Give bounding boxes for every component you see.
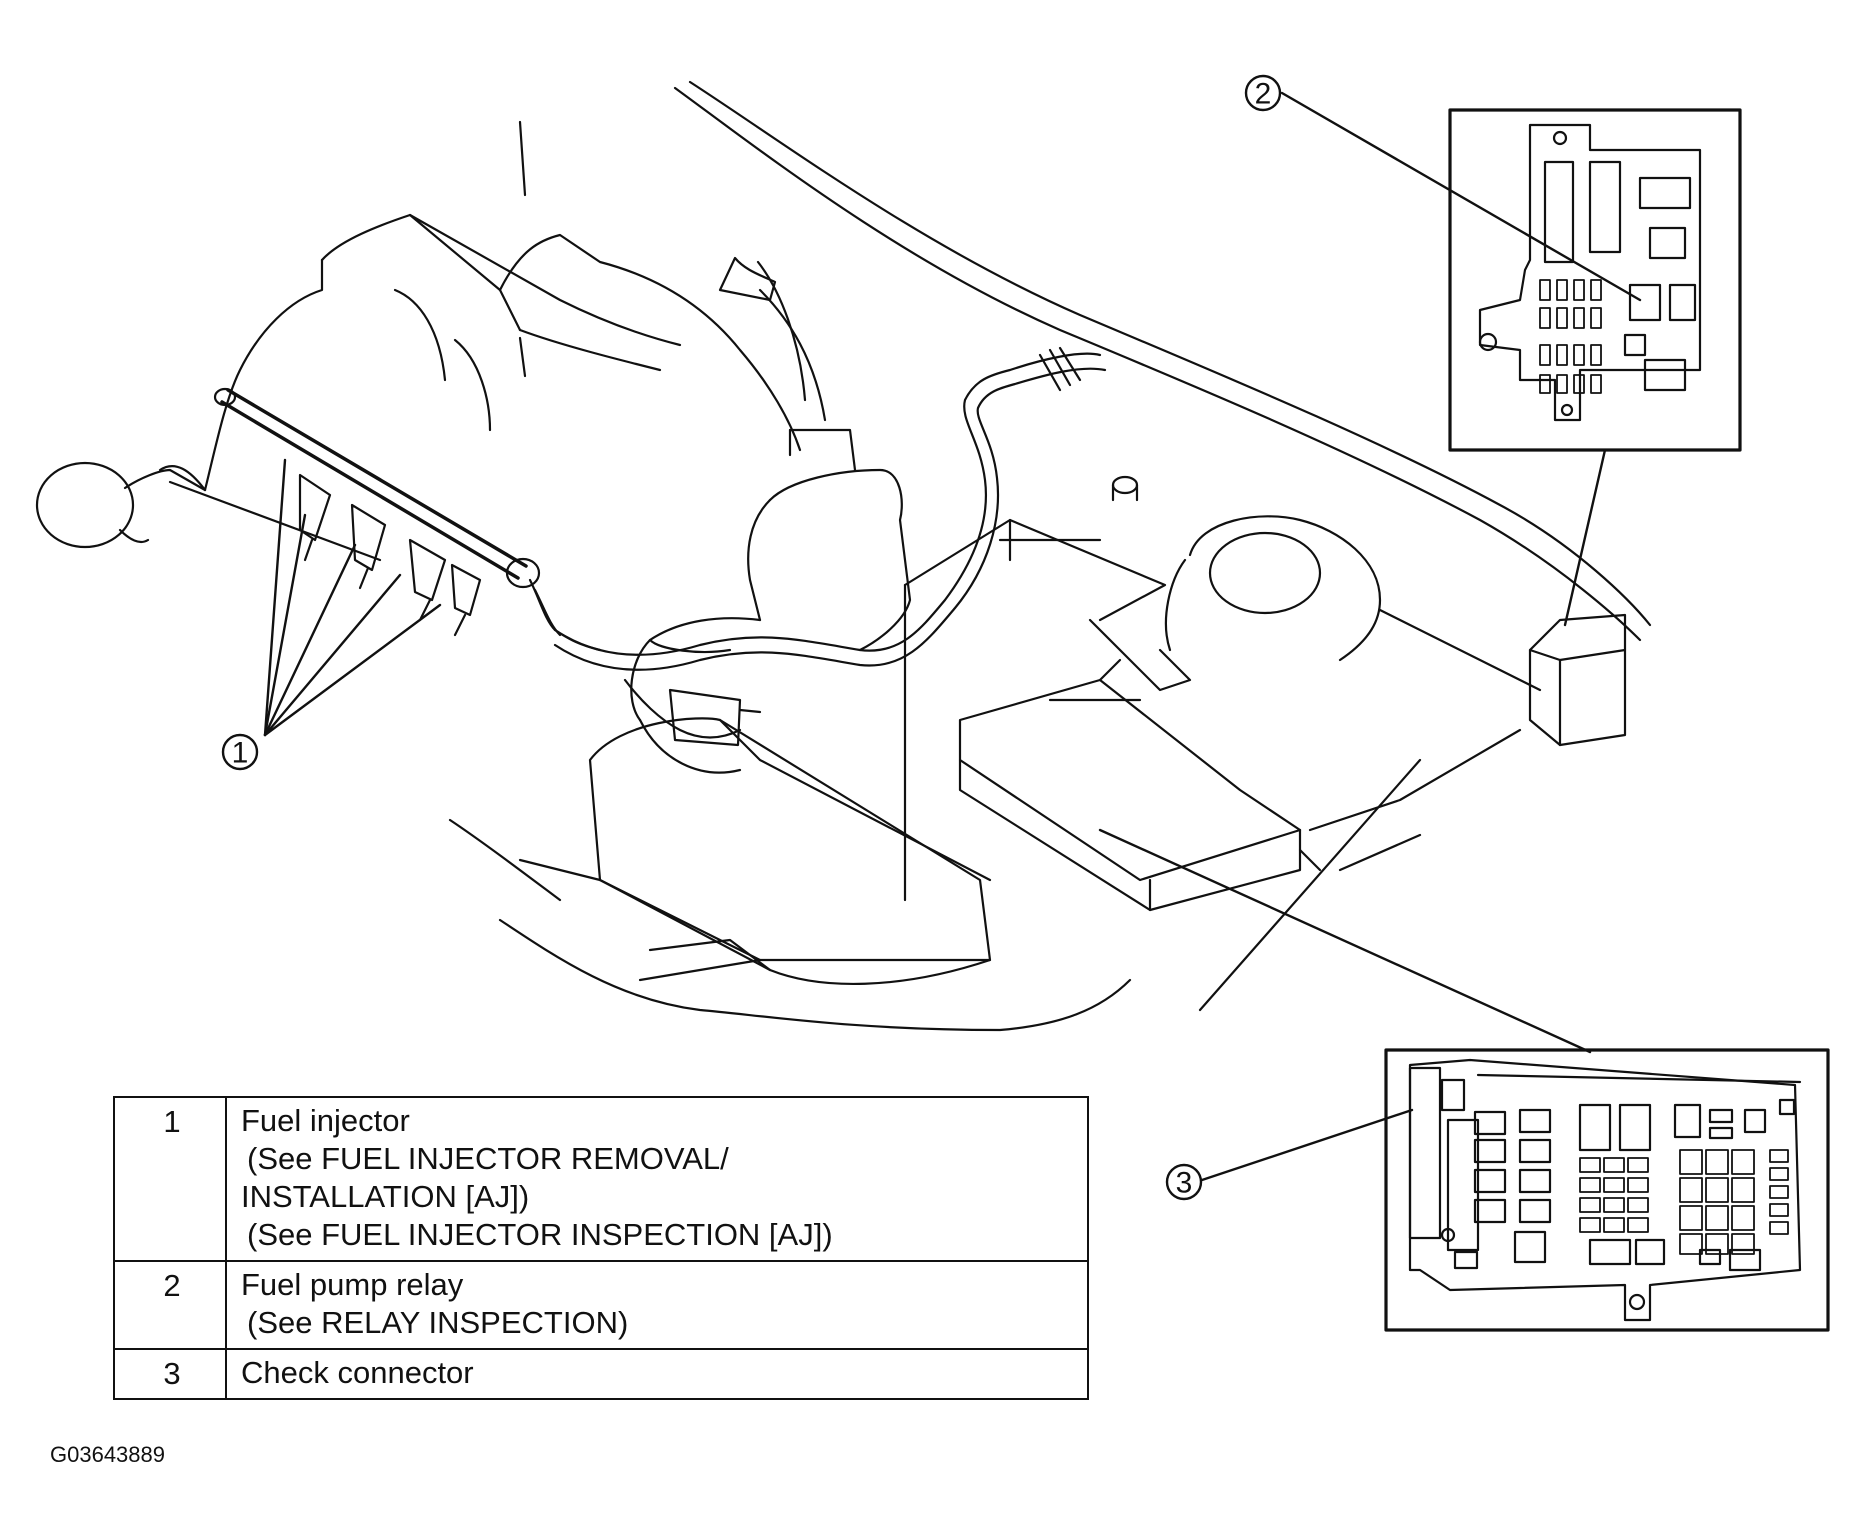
air-intake-duct — [623, 428, 912, 774]
leader-lines — [263, 91, 1642, 1182]
legend-reference: INSTALLATION [AJ]) — [241, 1179, 530, 1214]
legend-item-name: Fuel injector — [241, 1103, 410, 1138]
legend-row: 3 Check connector — [113, 1348, 1089, 1400]
legend-row: 1 Fuel injector (See FUEL INJECTOR REMOV… — [113, 1096, 1089, 1262]
oil-filler-cap — [35, 461, 382, 562]
legend-number: 2 — [113, 1260, 227, 1350]
check-connector-inset — [1384, 1048, 1830, 1332]
legend-reference: (See FUEL INJECTOR REMOVAL/ — [247, 1141, 729, 1176]
injector-4 — [450, 563, 482, 637]
legend-item-name: Check connector — [241, 1355, 474, 1390]
figure-id: G03643889 — [50, 1442, 165, 1467]
relay-box-inset — [1448, 108, 1742, 452]
legend-row: 2 Fuel pump relay (See RELAY INSPECTION) — [113, 1260, 1089, 1350]
callout-3: 3 — [1165, 1163, 1203, 1201]
relay-block — [1528, 613, 1627, 747]
callout-1: 1 — [221, 733, 259, 771]
callout-2: 2 — [1244, 74, 1282, 112]
callout-1-label: 1 — [232, 737, 249, 770]
legend-description: Fuel injector (See FUEL INJECTOR REMOVAL… — [225, 1096, 1089, 1262]
legend-number: 3 — [113, 1348, 227, 1400]
coolant-reservoir — [1111, 475, 1382, 662]
legend-reference: (See RELAY INSPECTION) — [247, 1305, 629, 1340]
legend-description: Check connector — [225, 1348, 1089, 1400]
battery-tray — [903, 518, 1192, 902]
engine-control-module — [958, 658, 1302, 912]
legend-description: Fuel pump relay (See RELAY INSPECTION) — [225, 1260, 1089, 1350]
callout-3-label: 3 — [1176, 1167, 1193, 1200]
fuse-grid-upper — [1539, 279, 1602, 394]
fender-outline — [673, 80, 1652, 642]
injector-1 — [298, 473, 332, 562]
injector-2 — [350, 503, 387, 590]
air-cleaner-box — [518, 717, 992, 986]
callout-2-label: 2 — [1255, 78, 1272, 111]
legend-table: 1 Fuel injector (See FUEL INJECTOR REMOV… — [113, 1096, 1089, 1400]
fuel-line — [553, 346, 1107, 671]
intake-manifold — [158, 120, 827, 492]
fuse-grid-lower — [1579, 1149, 1789, 1255]
legend-reference: (See FUEL INJECTOR INSPECTION [AJ]) — [247, 1217, 833, 1252]
injector-3 — [408, 538, 447, 622]
legend-item-name: Fuel pump relay — [241, 1267, 464, 1302]
lower-body-lines — [448, 608, 1542, 1032]
legend-number: 1 — [113, 1096, 227, 1262]
